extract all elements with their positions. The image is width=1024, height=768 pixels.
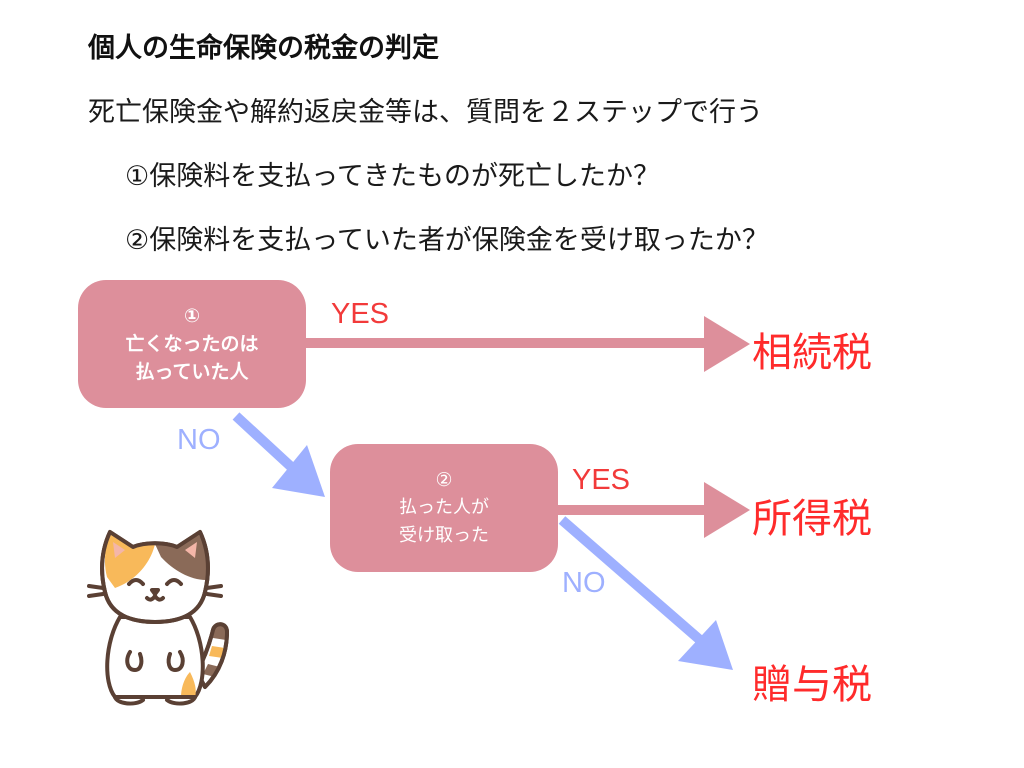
- no-label-2: NO: [562, 567, 606, 599]
- decision-node-1: ① 亡くなったのは 払っていた人: [78, 280, 306, 408]
- question-2: ②保険料を支払っていた者が保険金を受け取ったか？: [125, 225, 769, 256]
- yes-label-2: YES: [572, 464, 631, 496]
- node-2-number: ②: [435, 469, 453, 491]
- no-label-1: NO: [177, 424, 221, 456]
- node-1-line2: 払っていた人: [135, 361, 249, 383]
- yes-label-1: YES: [331, 298, 390, 330]
- yes-arrow-1: [306, 316, 750, 372]
- node-1-line1: 亡くなったのは: [125, 333, 259, 355]
- page-title: 個人の生命保険の税金の判定: [88, 33, 439, 64]
- node-2-line2: 受け取った: [399, 525, 489, 546]
- no-arrow-1: [232, 412, 325, 497]
- outcome-income-tax: 所得税: [752, 496, 872, 542]
- question-1: ①保険料を支払ってきたものが死亡したか？: [125, 161, 661, 192]
- outcome-inheritance-tax: 相続税: [752, 330, 872, 376]
- node-2-line1: 払った人が: [399, 497, 489, 518]
- node-1-number: ①: [183, 305, 201, 327]
- outcome-gift-tax: 贈与税: [752, 662, 872, 708]
- no-arrow-2: [558, 516, 733, 670]
- intro-text: 死亡保険金や解約返戻金等は、質問を２ステップで行う: [88, 97, 763, 128]
- yes-arrow-2: [558, 482, 750, 538]
- calico-cat-icon: [87, 530, 229, 706]
- decision-node-2: ② 払った人が 受け取った: [330, 444, 558, 572]
